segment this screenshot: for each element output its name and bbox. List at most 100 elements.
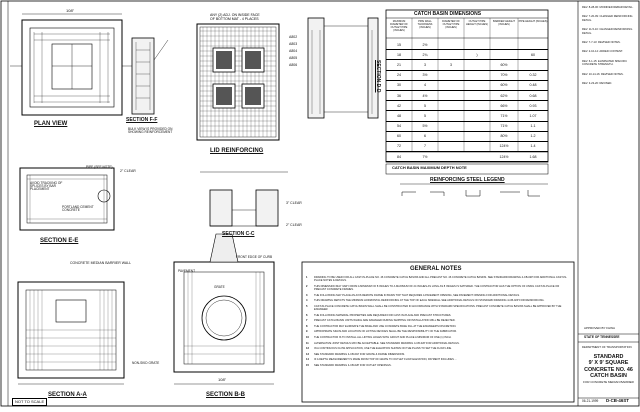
table-row: 24 3½ 70½ 0.32 [386, 71, 548, 81]
general-note-item: 4 THIS DRAWING DEPICTS THE MINIMUM HORIZO… [306, 299, 570, 302]
table-cell: 0.68 [529, 93, 537, 98]
general-notes-list: 1 DRAWING TO BE USED FOR ALL CAST-IN-PLAC… [306, 276, 570, 370]
section-b-b [173, 233, 275, 385]
table-cell: 0.32 [529, 73, 537, 78]
bulk-view-note: BULK VIEW IS PROVIDED ON SHOWING REINFOR… [128, 127, 173, 135]
general-note-number: 6 [306, 313, 308, 317]
general-note-number: 5 [306, 304, 308, 308]
svg-text:OF BOTTOM MAT - 4 PLACES: OF BOTTOM MAT - 4 PLACES [210, 17, 259, 21]
revision-note: REV. 11-5-10: CHANGED REINFORCING DETAIL… [582, 28, 633, 35]
plan-view [10, 13, 135, 116]
table-cell: ) [476, 52, 478, 57]
general-note-number: 4 [306, 299, 308, 303]
table-cell: 70½ [500, 73, 508, 78]
general-note-number: 13 [306, 352, 309, 356]
bar-mark-list: A802 A803 A804 A805 A806 [289, 34, 297, 69]
revision-note: REV. 6-1-15: ELIMINATED SPECIFIC CONCRET… [582, 59, 628, 67]
table-cell: 124½ [499, 154, 509, 159]
general-note-text: ALTERNATIVE JOINT DETAILS MAY BE ACCEPTA… [314, 341, 460, 345]
table-title: CATCH BASIN DIMENSIONS [414, 11, 482, 17]
general-note-text: DRAWING TO BE USED FOR ALL CAST-IN-PLACE… [314, 276, 567, 283]
table-header-cell: DIAMETER OF OUTLET PIPE (INCHES) [442, 20, 460, 29]
general-note-number: 10 [306, 335, 309, 339]
table-cell: 3 [424, 62, 426, 67]
table-cell: 0.93 [529, 103, 537, 108]
general-note-number: 8 [306, 324, 308, 328]
general-note-text: THIS DIMENSION MAY VARY FROM A MINIMUM O… [314, 284, 560, 291]
front-edge-note: FRONT EDGE OF CURB [236, 255, 273, 259]
general-notes-box [301, 261, 575, 403]
general-note-text: CAST-IN-PLACE CONCRETE CATCH BASIN WALL … [314, 304, 562, 311]
table-header-cell: OUTLET PIPE HEIGHT (INCHES) [466, 20, 488, 26]
drawing-title-line: CONCRETE NO. 46 [584, 366, 633, 373]
general-note-text: THE CONTRACTOR IS TO INSTALL ALL LIFTING… [314, 335, 452, 339]
table-cell: 1.1 [530, 124, 536, 129]
table-cell: 5½ [422, 124, 428, 129]
table-cell: 7 [424, 144, 426, 149]
table-cell: 24 [397, 73, 401, 78]
table-cell: 80½ [500, 134, 508, 139]
drawing-number: D-CB-46ST [606, 398, 629, 403]
section-f-title: SECTION F-F [126, 117, 158, 123]
table-header-cell: PIPE WALL THICKNESS (INCHES) [417, 20, 433, 29]
revision-note: REV. 7-20-09: CHANGED REINFORCING DETAIL… [582, 15, 633, 22]
not-to-scale-label: NOT TO SCALE [12, 398, 48, 406]
table-cell: 5 [424, 113, 426, 118]
bar-mark: A803 [289, 42, 298, 46]
revision-note: REV. 3-23-20: REVISED. [582, 82, 613, 86]
approved-stamp: APPROVED BY FHWA [584, 326, 616, 330]
section-c-title: SECTION C-C [222, 231, 255, 237]
table-cell: 1.07 [529, 113, 537, 118]
general-note-text: IN A CONTINUOUS FLOW APPLICATION, USE TH… [314, 347, 452, 351]
table-cell: 3½ [422, 73, 428, 78]
general-note-number: 1 [306, 276, 308, 279]
table-cell: 1.68 [529, 154, 537, 159]
table-cell: 1.2 [530, 134, 536, 139]
section-d-d [307, 17, 379, 119]
plan-width-dim: 108" [66, 8, 75, 13]
table-cell: 2¾ [422, 52, 428, 57]
section-c-c [200, 171, 288, 227]
table-cell: 4½ [422, 93, 428, 98]
reinforcing-legend-graphics [400, 183, 548, 197]
table-cell: 54 [397, 124, 401, 129]
table-cell: 62½ [500, 93, 508, 98]
table-cell: 124½ [499, 144, 509, 149]
general-note-text: THE FOLLOWING MATERIAL PROPERTIES ARE RE… [314, 313, 452, 317]
revision-note: REV. 2-10-14: ADDED CONTENT. [582, 50, 623, 54]
table-cell: 42 [397, 103, 401, 108]
clear-2b-dim: 2" CLEAR [120, 169, 136, 173]
table-cell: 60 [531, 52, 535, 57]
table-cell: 5 [424, 103, 426, 108]
table-header-row: MAXIMUM DIAMETER OF OUTLET PIPE (INCHES)… [386, 20, 548, 32]
general-note-text: THIS DRAWING DEPICTS THE MINIMUM HORIZON… [314, 299, 545, 303]
title-state: STATE OF TENNESSEE [584, 335, 620, 339]
general-note-text: SEE STANDARD DRAWING 4-CB-02P FOR OUTLET… [314, 363, 392, 367]
general-note-number: 3 [306, 293, 308, 297]
clear-3-dim: 3" CLEAR [286, 201, 302, 205]
bar-mark: A805 [289, 56, 298, 60]
table-cell: 1.4 [530, 144, 536, 149]
table-header-cell: BARRIER HEIGHT (INCHES) [492, 20, 516, 26]
bar-mark: A804 [289, 49, 298, 53]
revision-note: REV. 10-14-16: REVISED NOTES. [582, 72, 624, 76]
table-cell: 60 [397, 134, 401, 139]
table-cell: 0.48 [529, 83, 537, 88]
bar-mark: A802 [289, 35, 298, 39]
table-cell: 48 [397, 113, 401, 118]
general-note-item: 1 DRAWING TO BE USED FOR ALL CAST-IN-PLAC… [306, 276, 570, 282]
